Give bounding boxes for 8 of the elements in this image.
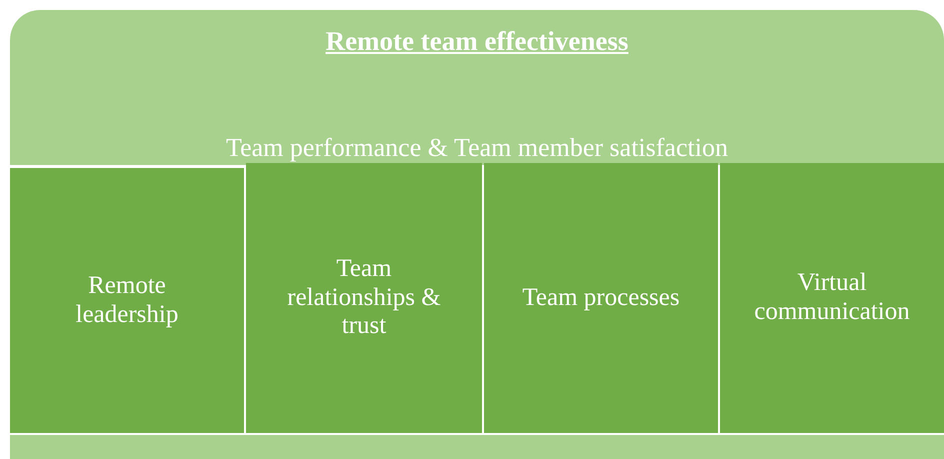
base-band <box>10 435 944 459</box>
roof-panel <box>10 10 944 165</box>
pillar-box: Team processes <box>484 163 718 433</box>
pillar-box: Team relationships & trust <box>246 163 482 433</box>
roof-title: Remote team effectiveness <box>326 26 628 57</box>
roof-subtitle: Team performance & Team member satisfaction <box>226 133 728 163</box>
pillar-box: Remote leadership <box>10 168 244 433</box>
pillar-box: Virtual communication <box>720 163 944 433</box>
